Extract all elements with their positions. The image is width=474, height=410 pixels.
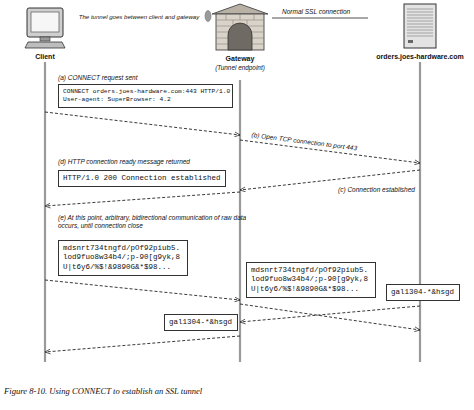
step-note: (d) HTTP connection ready message return… (58, 158, 190, 166)
figure-caption: Figure 8-10. Using CONNECT to establish … (4, 386, 202, 396)
message-box: HTTP/1.0 200 Connection established (58, 170, 226, 187)
message-arrow (45, 192, 240, 206)
step-note: (a) CONNECT request sent (58, 74, 137, 82)
lifeline (44, 62, 46, 362)
message-arrow (45, 112, 240, 135)
message-box: mdsnrt734tngfd/pOf92piub5. lod9fuo8w34b4… (246, 262, 376, 298)
message-text: gal1304-*&hsgd (169, 318, 233, 327)
message-box: gal1304-*&hsgd (386, 284, 460, 301)
client-computer-icon (25, 42, 65, 48)
message-text: HTTP/1.0 200 Connection established (63, 174, 221, 183)
connector-group (45, 16, 420, 352)
gateway-arch-icon (226, 14, 227, 20)
gateway-arch-icon (216, 14, 264, 50)
server-icon (407, 36, 433, 37)
message-arrow (240, 170, 420, 190)
message-box: mdsnrt734tngfd/pOf92piub5. lod9fuo8w34b4… (58, 240, 188, 276)
actor-label: (Tunnel endpoint) (208, 64, 272, 73)
client-computer-icon (40, 37, 50, 41)
actor-label: Client (20, 53, 70, 62)
server-icon (407, 18, 433, 19)
message-box: CONNECT orders.joes-hardware.com:443 HTT… (58, 84, 233, 108)
message-text: gal1304-*&hsgd (391, 288, 455, 297)
message-arrow (240, 306, 420, 322)
message-text: CONNECT orders.joes-hardware.com:443 HTT… (63, 88, 228, 96)
actor-label: Gateway (208, 55, 272, 64)
message-box: gal1304-*&hsgd (164, 314, 238, 331)
gateway-arch-icon (240, 14, 241, 20)
message-text: mdsnrt734tngfd/pOf92piub5. lod9fuo8w34b4… (251, 266, 371, 294)
message-arrow (45, 280, 240, 300)
actor-label: orders.joes-hardware.com (368, 53, 472, 62)
ssl-connection-line (272, 18, 368, 19)
participant-actor: Gateway(Tunnel endpoint) (208, 2, 272, 364)
server-icon (404, 4, 436, 48)
server-icon (407, 12, 433, 13)
step-note: (e) At this point, arbitrary, bidirectio… (58, 214, 252, 230)
lifeline (45, 62, 420, 362)
client-computer-icon (25, 8, 65, 48)
gateway-arch-icon (212, 4, 268, 50)
server-icon (408, 40, 413, 43)
server-icon (404, 4, 436, 48)
gateway-arch-icon (212, 4, 268, 14)
server-icon (407, 27, 433, 28)
server-icon (407, 9, 433, 10)
tunnel-end-cap (205, 11, 211, 22)
gateway-arch-icon (228, 23, 252, 50)
message-text: User-agent: SuperBrowser: 4.2 (63, 96, 228, 104)
lifeline (239, 80, 241, 362)
server-icon (407, 9, 433, 36)
server-icon (407, 15, 433, 16)
participant-actor: Client (20, 2, 70, 364)
lifeline (419, 62, 421, 362)
server-icon (407, 21, 433, 22)
client-computer-icon (27, 8, 63, 37)
message-text: mdsnrt734tngfd/pOf92piub5. lod9fuo8w34b4… (63, 244, 183, 272)
connector-label: Normal SSL connection (282, 8, 350, 16)
tunnel-end-cap (205, 11, 211, 22)
server-icon (407, 33, 433, 34)
client-computer-icon (31, 12, 59, 32)
message-arrow (240, 304, 420, 330)
message-arrow (240, 140, 420, 163)
server-icon (407, 30, 433, 31)
server-icon (407, 24, 433, 25)
participant-actor: orders.joes-hardware.com (368, 2, 472, 364)
connector-label: (b) Open TCP connection to port 443 (251, 131, 358, 152)
connector-label: The tunnel goes between client and gatew… (68, 13, 210, 21)
tunnel-tube (70, 11, 208, 22)
message-arrow (45, 336, 240, 352)
gateway-arch-icon (254, 14, 255, 20)
connector-label: (c) Connection established (338, 186, 415, 194)
